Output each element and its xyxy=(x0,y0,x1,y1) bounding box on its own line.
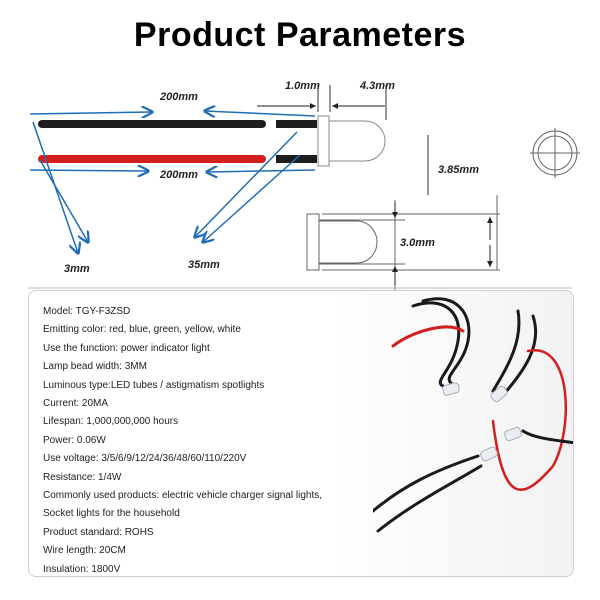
spec-item: Power: 0.06W xyxy=(43,434,106,446)
spec-item: Luminous type:LED tubes / astigmatism sp… xyxy=(43,379,265,391)
spec-item: Use voltage: 3/5/6/9/12/24/36/48/60/110/… xyxy=(43,453,247,465)
spec-item: Use the function: power indicator light xyxy=(43,342,210,354)
spec-item: Product standard: ROHS xyxy=(43,526,154,538)
led-product-photo xyxy=(373,297,573,533)
led-front-view xyxy=(530,128,580,178)
spec-item: Lamp bead width: 3MM xyxy=(43,361,147,373)
wire-length-bottom-label: 200mm xyxy=(159,169,198,181)
spec-item: Model: TGY-F3ZSD xyxy=(43,306,131,317)
led-bead-view xyxy=(306,135,500,290)
spec-item: Commonly used products: electric vehicle… xyxy=(43,490,323,502)
spec-item: Emitting color: red, blue, green, yellow… xyxy=(43,324,241,336)
wire-diameter-label: 3mm xyxy=(64,263,90,275)
spec-item: Resistance: 1/4W xyxy=(43,471,122,483)
gap-label: 1.0mm xyxy=(285,80,320,92)
spec-item: Socket lights for the household xyxy=(43,508,180,520)
spec-item: Lifespan: 1,000,000,000 hours xyxy=(43,416,179,428)
spec-panel: Model: TGY-F3ZSD Emitting color: red, bl… xyxy=(28,290,574,577)
led-side-view xyxy=(317,85,387,167)
led-dimension-diagram: 200mm 200mm 1.0mm 4.3mm 3.85mm 3.0mm 3mm… xyxy=(28,80,580,290)
wire-length-top-label: 200mm xyxy=(159,91,198,103)
spec-item: Current: 20MA xyxy=(43,398,109,410)
bead-diameter-label: 3.0mm xyxy=(400,237,435,249)
spec-list: Model: TGY-F3ZSD Emitting color: red, bl… xyxy=(43,303,322,579)
dimension-arrows xyxy=(29,111,316,253)
strip-length-label: 35mm xyxy=(188,259,220,271)
spec-item: Insulation: 1800V xyxy=(43,563,121,575)
page-title: Product Parameters xyxy=(133,16,467,54)
outer-diameter-label: 3.85mm xyxy=(438,164,479,176)
body-length-label: 4.3mm xyxy=(359,80,395,92)
spec-item: Wire length: 20CM xyxy=(43,545,126,557)
